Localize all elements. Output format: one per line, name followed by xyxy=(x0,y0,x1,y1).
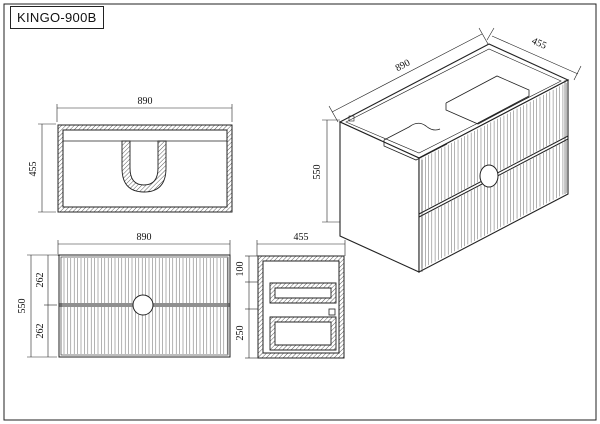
iso-depth-label: 455 xyxy=(530,36,548,52)
front-height-label: 550 xyxy=(17,299,28,314)
iso-height-label: 550 xyxy=(312,165,323,180)
side-lower-label: 250 xyxy=(235,326,246,341)
front-view xyxy=(27,240,231,358)
top-width-label: 890 xyxy=(138,96,153,107)
front-upper-drawer-label: 262 xyxy=(35,273,46,288)
model-title: KINGO-900B xyxy=(10,6,104,29)
front-width-label: 890 xyxy=(137,232,152,243)
iso-view xyxy=(322,27,582,273)
front-lower-drawer-label: 262 xyxy=(35,324,46,339)
top-view xyxy=(38,104,233,213)
sheet-border xyxy=(3,3,597,421)
side-upper-label: 100 xyxy=(235,262,246,277)
side-view xyxy=(245,240,346,359)
side-depth-label: 455 xyxy=(294,232,309,243)
top-depth-label: 455 xyxy=(28,162,39,177)
